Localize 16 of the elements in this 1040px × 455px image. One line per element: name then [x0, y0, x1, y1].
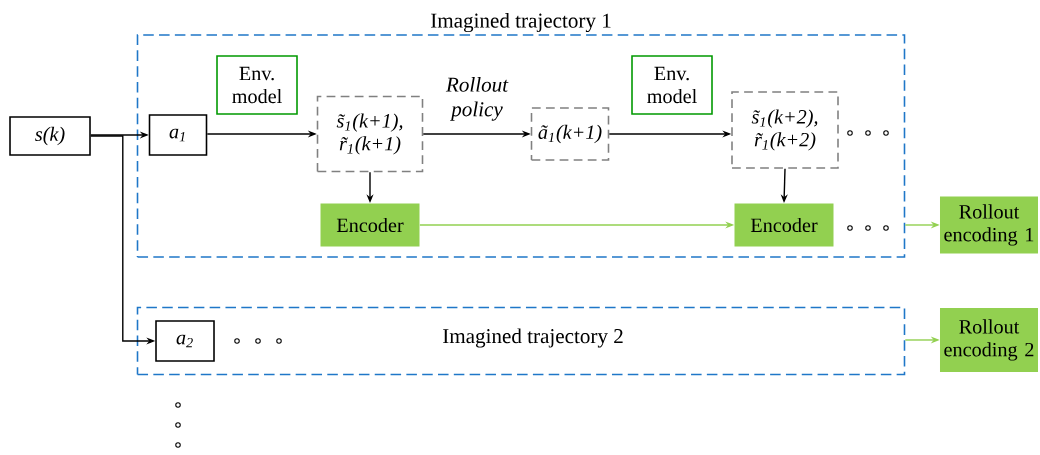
encoding-box: Rollout encoding 1 — [940, 196, 1038, 254]
model-box: Env. model — [216, 55, 298, 115]
state-box: s(k) — [9, 116, 91, 156]
action-box: a$_{2}$ — [155, 320, 215, 362]
node-label: Imagined trajectory 1 — [431, 12, 611, 33]
action-box: ã$_{1}$(k+1) — [530, 107, 610, 161]
action-box: a$_{1}$ — [148, 114, 208, 156]
encoder-box: Encoder — [734, 203, 834, 247]
encoding-box: Rollout encoding 2 — [940, 308, 1038, 372]
prediction-box: s̃$_{1}$(k+1), r̃$_{1}$(k+1) — [316, 95, 424, 173]
trajectory-frame — [136, 306, 906, 376]
model-box: Env. model — [631, 55, 713, 115]
edge-label: Rollout policy — [445, 76, 509, 121]
trajectory-title: Imagined trajectory 2 — [443, 328, 623, 348]
prediction-box: s̃$_{1}$(k+2), r̃$_{1}$(k+2) — [731, 91, 839, 169]
encoder-box: Encoder — [320, 203, 420, 247]
